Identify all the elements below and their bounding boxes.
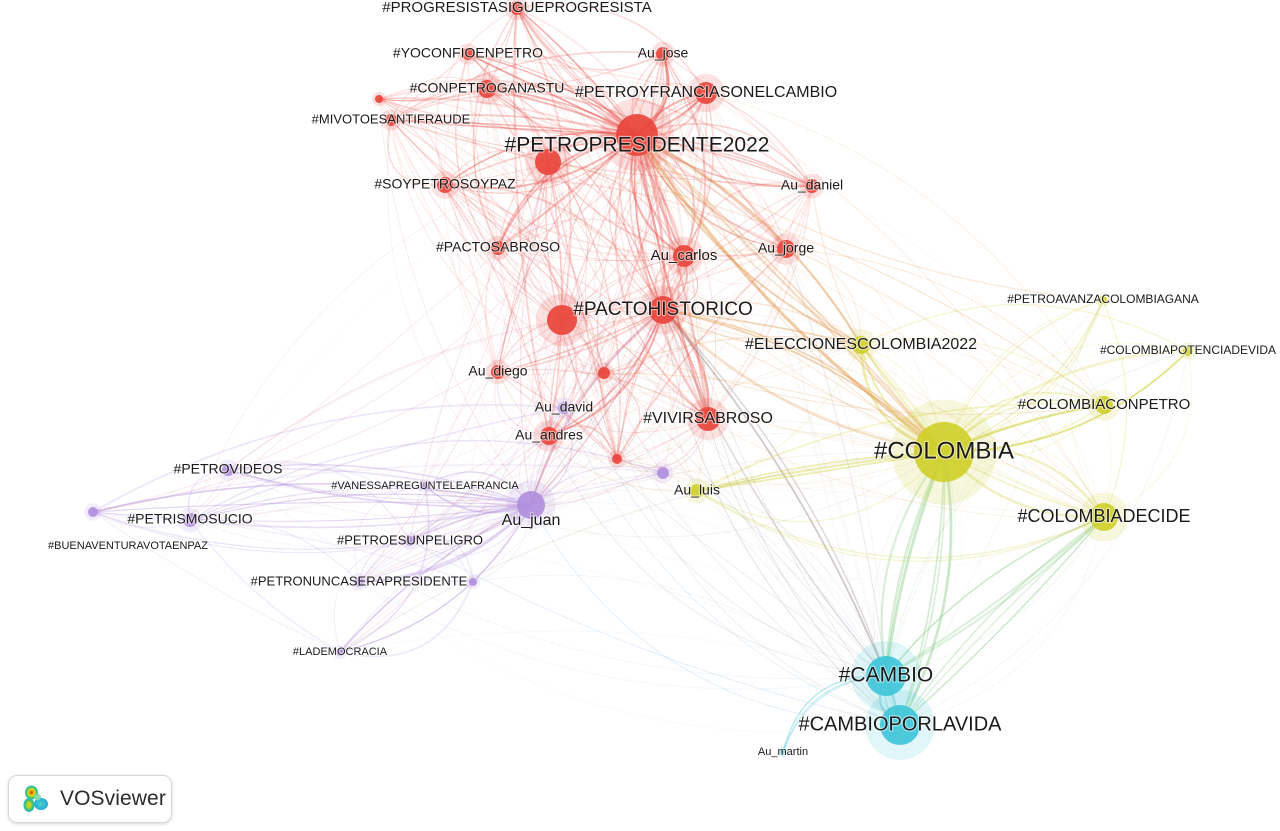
node-label: #CONPETROGANASTU [410,80,565,96]
node-label: Au_jose [638,45,689,61]
node-label: #PETROAVANZACOLOMBIAGANA [1007,292,1199,306]
network-node[interactable] [799,173,825,199]
node-label: #CAMBIO [839,664,934,687]
node-label: #PETRISMOSUCIO [127,511,252,527]
network-node[interactable] [1096,293,1110,307]
network-node-unlabeled[interactable] [593,362,615,384]
network-node[interactable] [380,109,402,131]
network-node-unlabeled[interactable] [608,450,626,468]
network-node[interactable] [891,399,997,505]
network-node[interactable] [1079,492,1129,542]
network-node[interactable] [684,478,710,504]
node-label: Au_carlos [651,247,718,264]
network-node[interactable] [845,329,877,361]
network-node[interactable] [457,43,479,65]
network-node[interactable] [638,285,688,335]
network-node[interactable] [664,236,704,276]
network-node-unlabeled[interactable] [652,462,674,484]
edges-layer [92,3,1192,753]
vosviewer-density-icon [23,785,48,812]
network-node[interactable] [418,479,432,493]
network-node[interactable] [533,420,565,452]
network-node[interactable] [431,171,459,199]
node-label: #PETROPRESIDENTE2022 [505,134,770,157]
network-node[interactable] [650,41,676,67]
node-label: Au_diego [468,363,527,379]
node-label: #BUENAVENTURAVOTAENPAZ [48,540,208,552]
node-label: #COLOMBIAPOTENCIADEVIDA [1100,343,1276,357]
network-node[interactable] [600,98,674,172]
node-label: #MIVOTOESANTIFRAUDE [312,111,471,126]
node-label: #VIVIRSABROSO [643,410,773,427]
network-node[interactable] [401,532,419,550]
node-label: #PACTOHISTORICO [573,299,752,320]
node-label: #ELECCIONESCOLOMBIA2022 [745,336,977,353]
node-label: #COLOMBIACONPETRO [1018,396,1191,413]
network-node[interactable] [1088,389,1120,421]
node-label: #PETRONUNCASERAPRESIDENTE [251,573,468,588]
network-node[interactable] [770,233,802,265]
node-label: Au_andres [515,427,583,443]
network-node[interactable] [485,359,511,385]
network-node[interactable] [217,459,239,481]
network-node[interactable] [84,503,102,521]
node-label: #PACTOSABROSO [436,239,560,255]
node-label: #COLOMBIADECIDE [1017,506,1190,526]
node-label: #LADEMOCRACIA [293,646,388,658]
network-node[interactable] [851,641,921,711]
labels-layer: #PROGRESISTASIGUEPROGRESISTA #YOCONFIOENP… [47,0,1277,759]
network-node[interactable] [177,507,203,533]
node-label: #PETROESUNPELIGRO [337,532,483,547]
node-label: #PROGRESISTASIGUEPROGRESISTA [382,0,652,16]
node-label: #CAMBIOPORLAVIDA [798,713,1002,735]
node-label: Au_daniel [781,177,843,193]
network-node[interactable] [865,690,935,760]
network-node[interactable] [553,397,575,419]
network-node-unlabeled[interactable] [525,139,571,185]
nodes-layer[interactable] [84,0,1197,760]
network-node[interactable] [350,573,368,591]
network-node[interactable] [333,645,347,659]
vosviewer-logo-badge[interactable]: VOSviewer [8,775,172,823]
node-label: Au_juan [502,512,561,529]
network-node[interactable] [777,746,789,758]
network-node[interactable] [504,0,530,21]
vosviewer-logo-text: VOSviewer [60,787,166,810]
node-label: Au_martin [758,746,808,758]
network-node[interactable] [687,398,729,440]
network-node[interactable] [1179,342,1197,360]
network-node-unlabeled[interactable] [372,92,386,106]
network-node[interactable] [686,73,726,113]
network-node[interactable] [471,73,503,105]
network-node[interactable] [485,235,511,261]
network-node[interactable] [506,480,556,530]
node-label: #YOCONFIOENPETRO [393,45,543,61]
node-label: #SOYPETROSOYPAZ [374,176,516,192]
node-label: Au_jorge [758,240,814,256]
network-node-unlabeled[interactable] [535,293,589,347]
node-label: #VANESSAPREGUNTELEAFRANCIA [331,480,519,492]
node-label: #COLOMBIA [874,437,1014,464]
node-label: #PETROVIDEOS [174,461,283,477]
node-label: Au_david [535,399,593,415]
network-node-unlabeled[interactable] [466,575,480,589]
node-label: Au_luis [674,482,720,498]
node-label: #PETROYFRANCIASONELCAMBIO [575,84,837,101]
